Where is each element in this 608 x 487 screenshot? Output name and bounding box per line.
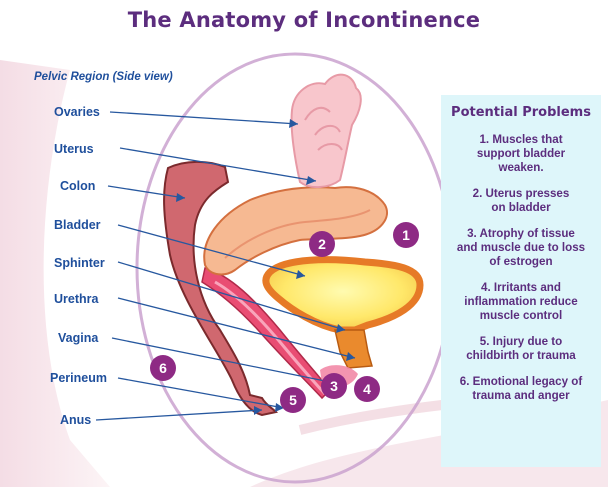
badge-5: 5 xyxy=(280,387,306,413)
problem-item-5: 5. Injury due to childbirth or trauma xyxy=(447,335,595,363)
svg-text:1: 1 xyxy=(402,227,410,243)
badge-6: 6 xyxy=(150,355,176,381)
problem-item-6: 6. Emotional legacy of trauma and anger xyxy=(447,375,595,403)
label-colon: Colon xyxy=(60,179,95,193)
label-sphinter: Sphinter xyxy=(54,256,105,270)
svg-text:4: 4 xyxy=(363,381,371,397)
badge-1: 1 xyxy=(393,222,419,248)
potential-problems-panel: Potential Problems 1. Muscles that suppo… xyxy=(441,95,601,467)
label-ovaries: Ovaries xyxy=(54,105,100,119)
badge-3: 3 xyxy=(321,373,347,399)
urethra-shape xyxy=(335,330,372,368)
label-anus: Anus xyxy=(60,413,91,427)
label-bladder: Bladder xyxy=(54,218,101,232)
label-perineum: Perineum xyxy=(50,371,107,385)
badge-2: 2 xyxy=(309,231,335,257)
problem-item-1: 1. Muscles that support bladder weaken. xyxy=(447,133,595,175)
svg-text:6: 6 xyxy=(159,360,167,376)
label-uterus: Uterus xyxy=(54,142,94,156)
ovary-shape xyxy=(292,75,361,187)
diagram-subtitle: Pelvic Region (Side view) xyxy=(34,71,173,83)
label-urethra: Urethra xyxy=(54,292,100,306)
problem-item-2: 2. Uterus presses on bladder xyxy=(447,187,595,215)
problem-item-3: 3. Atrophy of tissue and muscle due to l… xyxy=(447,227,595,269)
panel-title: Potential Problems xyxy=(447,105,595,120)
label-vagina: Vagina xyxy=(58,331,99,345)
svg-text:2: 2 xyxy=(318,236,326,252)
svg-text:5: 5 xyxy=(289,392,297,408)
problem-item-4: 4. Irritants and inflammation reduce mus… xyxy=(447,281,595,323)
svg-text:3: 3 xyxy=(330,378,338,394)
bladder-shape xyxy=(266,260,420,330)
badge-4: 4 xyxy=(354,376,380,402)
